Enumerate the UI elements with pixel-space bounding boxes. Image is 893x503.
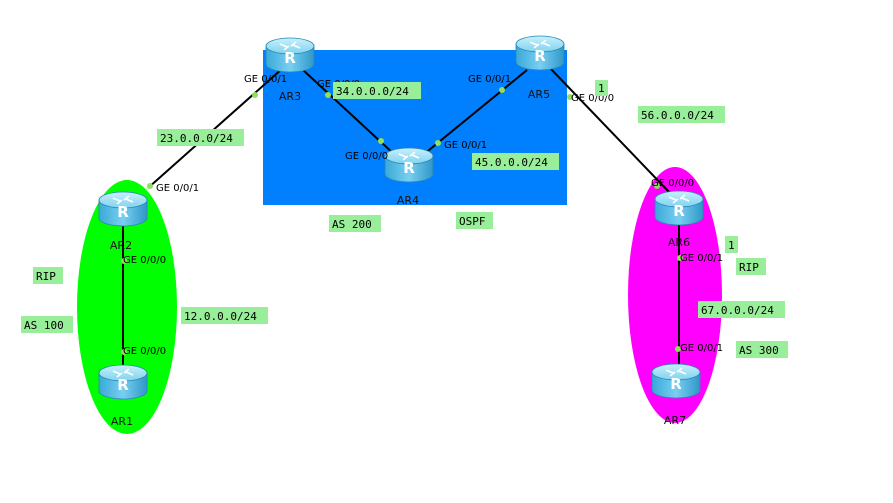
tag-as100: AS 100 <box>21 316 73 333</box>
tag-net-67-text: 67.0.0.0/24 <box>701 304 774 317</box>
port-label-ar4-ge000: GE 0/0/0 <box>345 151 388 162</box>
tag-as300-text: AS 300 <box>739 344 779 357</box>
port-label-ar3-ge001: GE 0/0/1 <box>244 74 287 85</box>
tag-net-67: 67.0.0.0/24 <box>698 301 785 318</box>
router-ar7-icon[interactable] <box>651 363 701 399</box>
tag-as200-text: AS 200 <box>332 218 372 231</box>
tag-net-34-text: 34.0.0.0/24 <box>336 85 409 98</box>
tag-as300: AS 300 <box>736 341 788 358</box>
tag-rip-left-text: RIP <box>36 270 56 283</box>
port-label-ar5-ge001: GE 0/0/1 <box>468 74 511 85</box>
port-dots <box>121 87 683 355</box>
tag-net-56-text: 56.0.0.0/24 <box>641 109 714 122</box>
router-ar6-name: AR6 <box>668 236 690 249</box>
tag-rip-right-text: RIP <box>739 261 759 274</box>
router-ar2-icon[interactable] <box>98 191 148 227</box>
router-ar3-icon[interactable] <box>265 37 315 73</box>
tag-rip-left: RIP <box>33 267 63 284</box>
port-label-ar6-ge000: GE 0/0/0 <box>651 178 694 189</box>
tag-net-12: 12.0.0.0/24 <box>181 307 268 324</box>
router-ar3-name: AR3 <box>279 90 301 103</box>
port-label-ar2-ge000: GE 0/0/0 <box>123 255 166 266</box>
router-ar4-name: AR4 <box>397 194 419 207</box>
tag-one-top: 1 <box>595 80 608 96</box>
port-label-ar5-ge000: GE 0/0/0 <box>571 93 614 104</box>
tag-net-34: 34.0.0.0/24 <box>333 82 421 99</box>
as300-region <box>628 167 722 423</box>
router-ar7-name: AR7 <box>664 414 686 427</box>
tag-ospf-text: OSPF <box>459 215 486 228</box>
tag-net-23: 23.0.0.0/24 <box>157 129 244 146</box>
tag-as200: AS 200 <box>329 215 381 232</box>
tag-as100-text: AS 100 <box>24 319 64 332</box>
router-ar2-name: AR2 <box>110 239 132 252</box>
tag-net-12-text: 12.0.0.0/24 <box>184 310 257 323</box>
tag-net-45: 45.0.0.0/24 <box>472 153 559 170</box>
tag-net-23-text: 23.0.0.0/24 <box>160 132 233 145</box>
router-ar1-name: AR1 <box>111 415 133 428</box>
router-ar5-icon[interactable] <box>515 35 565 71</box>
port-label-ar4-ge001: GE 0/0/1 <box>444 140 487 151</box>
port-label-ar1-ge000: GE 0/0/0 <box>123 346 166 357</box>
tag-rip-right: RIP <box>736 258 766 275</box>
port-label-ar6-ge001: GE 0/0/1 <box>680 253 723 264</box>
port-label-ar7-ge001: GE 0/0/1 <box>680 343 723 354</box>
router-ar4-icon[interactable] <box>384 147 434 183</box>
link-ar4-ar5 <box>422 69 528 156</box>
link-ar5-ar6 <box>549 67 671 194</box>
tag-net-45-text: 45.0.0.0/24 <box>475 156 548 169</box>
tag-one-mid-text: 1 <box>728 239 735 252</box>
router-ar5-name: AR5 <box>528 88 550 101</box>
link-ar2-ar3 <box>147 67 284 189</box>
tag-ospf: OSPF <box>456 212 493 229</box>
router-ar1-icon[interactable] <box>98 364 148 400</box>
router-ar6-icon[interactable] <box>654 190 704 226</box>
tag-one-top-text: 1 <box>598 82 605 95</box>
tag-net-56: 56.0.0.0/24 <box>638 106 725 123</box>
tag-one-mid: 1 <box>725 236 738 253</box>
port-label-ar2-ge001: GE 0/0/1 <box>156 183 199 194</box>
